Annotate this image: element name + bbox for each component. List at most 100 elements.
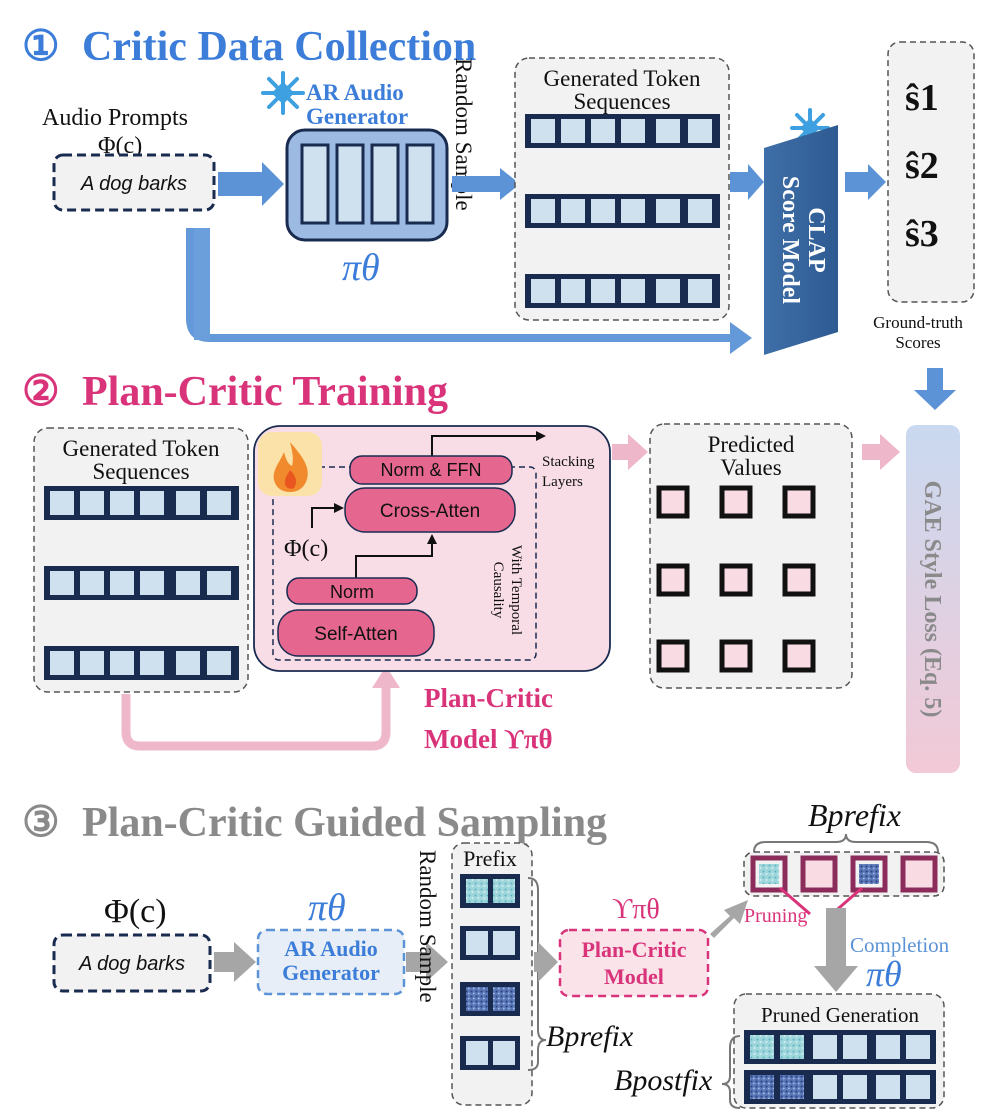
gae-loss-block (906, 425, 960, 773)
clap-score-model-block (764, 125, 838, 355)
sampling-prompt-text: A dog barks (78, 953, 185, 975)
token-sequence-row (44, 566, 239, 600)
arrow-critic-to-pruning (710, 900, 748, 938)
generator-label-line2: Generator (306, 104, 408, 129)
self-atten-label: Self-Atten (314, 624, 397, 645)
cross-atten-block (344, 487, 516, 533)
predicted-value-grid (656, 485, 816, 673)
arrow-completion (814, 908, 858, 992)
section2-number: ② (22, 369, 60, 415)
token-sequence-row (525, 114, 720, 148)
training-sequences-label-line2: Sequences (92, 459, 189, 484)
critic-phi-label: Φ(c) (284, 536, 328, 562)
pruned-generation-label: Pruned Generation (761, 1003, 920, 1027)
sampling-critic-box (558, 928, 710, 998)
scores-panel (887, 41, 975, 303)
arrow-prompt-to-sampling-generator (214, 942, 256, 982)
ground-truth-label-line1: Ground-truth (873, 313, 963, 332)
predicted-label-line1: Predicted (708, 432, 795, 457)
sampling-prompt-box (52, 933, 212, 993)
prompt-box (52, 153, 216, 212)
cross-atten-label: Cross-Atten (380, 501, 480, 522)
arrow-prefix-to-critic (534, 942, 558, 982)
generator-label-line1: AR Audio (306, 80, 404, 105)
arrow-prompt-to-generator (218, 162, 284, 206)
stacking-label-line1: Stacking (542, 454, 595, 470)
score-2: ŝ2 (905, 145, 939, 187)
snowflake-icon (261, 71, 305, 115)
arrow-phi-to-cross (311, 503, 344, 528)
predicted-label-line2: Values (720, 455, 781, 480)
gae-loss-label: GAE Style Loss (Eq. 5) (919, 481, 945, 718)
snowflake-icon (790, 108, 830, 148)
top-brace (753, 833, 939, 853)
sampling-pi-theta: πθ (308, 887, 346, 929)
sampling-generator-line2: Generator (282, 960, 380, 985)
prompt-text: A dog barks (80, 173, 187, 195)
arrow-stack-out (431, 431, 546, 458)
candidate-prefix-grid (750, 855, 938, 893)
prefix-row (460, 1036, 520, 1070)
b-prefix-side-label: Bprefix (546, 1020, 634, 1053)
arrow-norm-to-cross (355, 534, 437, 578)
section3-title: Plan-Critic Guided Sampling (82, 800, 607, 846)
ar-audio-generator-block (285, 128, 449, 242)
completion-pi-theta: πθ (866, 954, 902, 994)
completion-label: Completion (850, 933, 950, 957)
arrow-scores-to-loss (914, 368, 956, 410)
temporal-label-line2: Causality (490, 562, 506, 619)
section1: ① Critic Data Collection Audio Prompts Φ… (22, 24, 975, 410)
training-sequences-label-line1: Generated Token (63, 436, 220, 461)
norm-ffn-block (349, 455, 513, 485)
arrow-clap-to-scores (845, 164, 886, 200)
sampling-random-sample-label: Random Sample (415, 850, 440, 1003)
arrow-predicted-to-loss (862, 434, 900, 470)
arrow-prompt-to-clap (186, 228, 752, 354)
prefix-label: Prefix (463, 846, 517, 871)
section1-number: ① (22, 24, 60, 70)
clap-label-line2: Score Model (777, 176, 803, 305)
arrow-critic-to-predicted (612, 434, 648, 470)
pi-theta-label: πθ (342, 247, 380, 289)
token-sequence-row (525, 274, 720, 308)
sampling-phi-label: Φ(c) (104, 893, 167, 930)
prefix-row (460, 874, 520, 908)
norm-label: Norm (330, 582, 374, 602)
section2: ② Plan-Critic Training Generated Token S… (22, 369, 960, 773)
generated-sequences-label-line2: Sequences (573, 89, 670, 114)
token-sequence-row (44, 646, 239, 680)
arrow-sequences-to-critic-head (372, 666, 400, 688)
b-postfix-label: Bpostfix (614, 1064, 713, 1097)
pruning-label: Pruning (744, 905, 807, 927)
temporal-label-line1: With Temporal (508, 545, 524, 635)
sampling-critic-line2: Model (604, 964, 664, 989)
token-sequence-row (525, 194, 720, 228)
section2-title: Plan-Critic Training (82, 369, 448, 415)
ground-truth-label-line2: Scores (895, 333, 940, 352)
arrow-sequences-to-critic (121, 686, 391, 751)
arrow-prompt-to-clap-stem (194, 228, 210, 340)
score-1: ŝ1 (905, 77, 939, 119)
sampling-generator-line1: AR Audio (284, 936, 378, 961)
norm-ffn-label: Norm & FFN (381, 460, 482, 480)
self-atten-block (277, 609, 435, 657)
prefix-row (460, 926, 520, 960)
pruned-sequence-row (744, 1070, 936, 1104)
arrow-sequences-to-clap (730, 164, 764, 200)
b-prefix-top-label: Bprefix (808, 797, 901, 833)
norm-block (286, 577, 418, 605)
score-3: ŝ3 (905, 213, 939, 255)
critic-model-label-line1: Plan-Critic (424, 683, 553, 713)
arrow-generator-to-sequences (452, 168, 520, 200)
section3: ③ Plan-Critic Guided Sampling Φ(c) A dog… (22, 797, 950, 1109)
prefix-brace (527, 877, 547, 1071)
arrow-generator-to-prefix (406, 942, 448, 982)
pruned-sequence-row (744, 1030, 936, 1064)
clap-label-line1: CLAP (803, 207, 829, 272)
candidate-prefix-panel (743, 851, 945, 897)
audio-prompts-label: Audio Prompts (42, 105, 188, 131)
prefix-row (460, 982, 520, 1016)
critic-model-label-line2: Model ϒπθ (424, 724, 553, 754)
token-sequence-row (44, 486, 239, 520)
